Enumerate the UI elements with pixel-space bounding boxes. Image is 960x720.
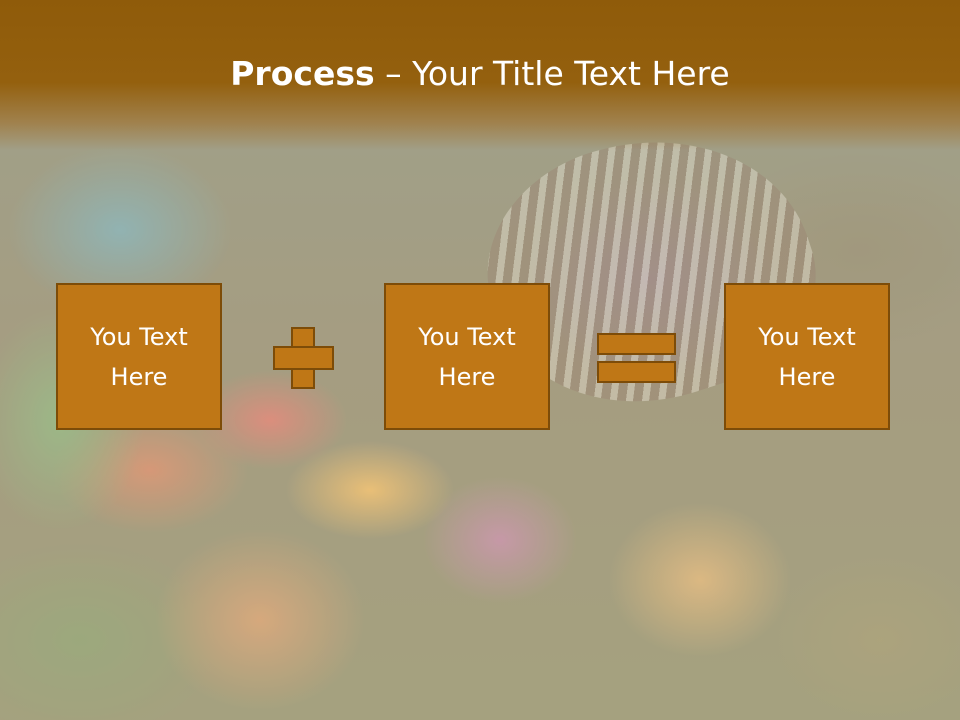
process-box-3-line2: Here — [778, 362, 836, 391]
plus-icon-center — [293, 348, 313, 368]
title-bold: Process — [230, 54, 375, 93]
equals-icon-top-bar — [597, 333, 676, 355]
title-rest: – Your Title Text Here — [374, 54, 730, 93]
process-box-1-line2: Here — [110, 362, 168, 391]
process-box-2-line1: You Text — [418, 322, 516, 351]
process-box-2-line2: Here — [438, 362, 496, 391]
process-box-3-line1: You Text — [758, 322, 856, 351]
title-band — [0, 0, 960, 150]
equals-icon-bottom-bar — [597, 361, 676, 383]
slide-title: Process – Your Title Text Here — [0, 52, 960, 96]
process-box-1-line1: You Text — [90, 322, 188, 351]
